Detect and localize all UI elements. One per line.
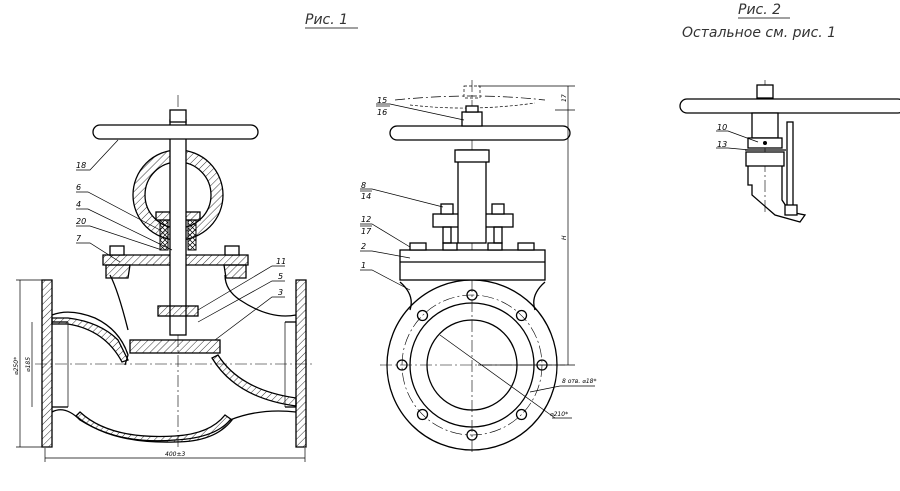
label-14: 14: [361, 192, 371, 201]
figure2-detail: 10 13: [679, 80, 900, 223]
label-13: 13: [717, 140, 727, 149]
figure2-title: Рис. 2: [738, 2, 781, 18]
label-12: 12: [361, 215, 371, 224]
dim-holes: 8 отв. ⌀18*: [562, 378, 597, 385]
label-10: 10: [717, 123, 727, 132]
label-11: 11: [276, 257, 286, 266]
dim-bolt-circle: ⌀210*: [550, 411, 568, 418]
label-6: 6: [76, 183, 81, 192]
label-3: 3: [278, 288, 283, 297]
label-8: 8: [361, 181, 366, 190]
dim-length: 400±3: [165, 451, 185, 458]
dim-height: H: [561, 235, 568, 240]
label-15: 15: [377, 96, 387, 105]
figure1-title: Рис. 1: [305, 12, 348, 28]
label-7: 7: [76, 234, 82, 243]
dim-lift: 17: [561, 94, 568, 102]
dim-flange-dia: ⌀250*: [13, 357, 20, 375]
label-17: 17: [361, 227, 372, 236]
dim-bore-dia: ⌀185: [25, 357, 32, 372]
section-view: 400±3 ⌀250* ⌀185 18 6 4 20 7 11 5 3: [13, 95, 315, 462]
label-20: 20: [76, 217, 86, 226]
front-view: 17 H 8 отв. ⌀18* ⌀210* 15 16 8 14 12 17 …: [360, 80, 597, 455]
label-4: 4: [76, 200, 81, 209]
label-5: 5: [278, 272, 283, 281]
label-18: 18: [76, 161, 86, 170]
figure2-subtitle: Остальное см. рис. 1: [682, 25, 836, 41]
label-2: 2: [361, 242, 366, 251]
label-16: 16: [377, 108, 387, 117]
label-1: 1: [361, 261, 366, 270]
